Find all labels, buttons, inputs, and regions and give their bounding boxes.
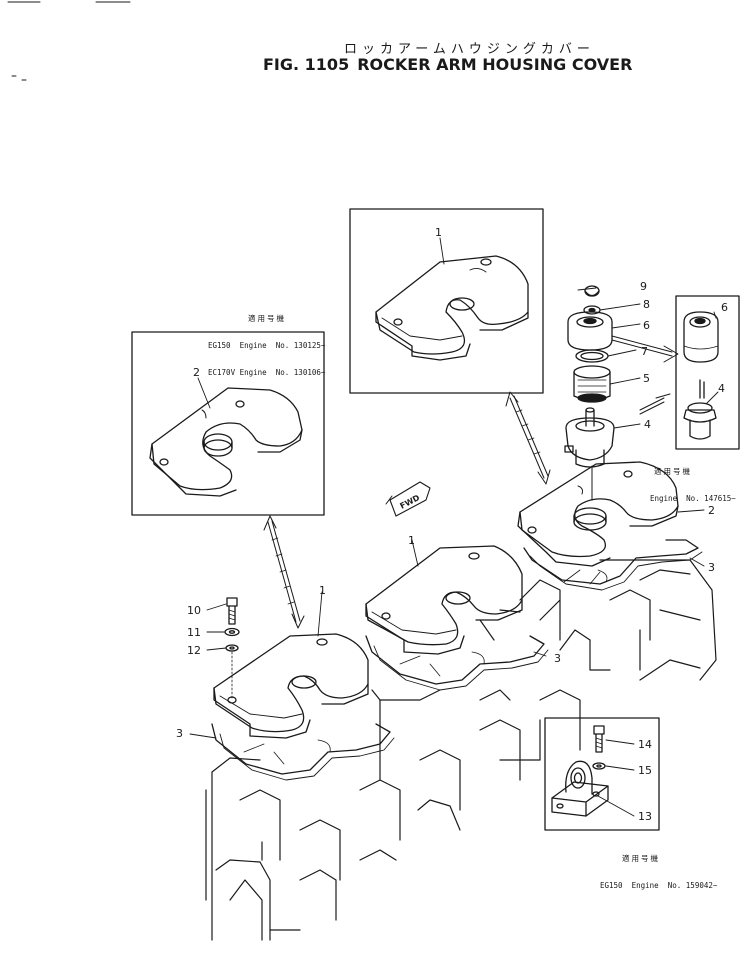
washer-15 (592, 762, 606, 770)
note-line: EC170V Engine No. 130106~ (208, 368, 326, 377)
callout-9: 9 (640, 280, 647, 293)
callout-11: 11 (187, 626, 201, 639)
leader-lines (189, 237, 719, 817)
callout-1-middle: 1 (408, 534, 415, 547)
callout-6-alt: 6 (721, 301, 728, 314)
breather-body-4 (564, 407, 615, 468)
breather-cap-6 (567, 311, 613, 351)
gasket-3-left (211, 723, 395, 781)
note-line: EG150 Engine No. 159042~ (600, 881, 718, 890)
callout-2-assembled: 2 (708, 504, 715, 517)
callout-3-middle: 3 (554, 652, 561, 665)
callout-4: 4 (644, 418, 651, 431)
note-heading: 適用号機 (622, 854, 660, 863)
note-line: EG150 Engine No. 130125~ (208, 341, 326, 350)
washer-11 (224, 627, 240, 637)
callout-7: 7 (641, 345, 648, 358)
figure-title: FIG. 1105 ROCKER ARM HOUSING COVER (263, 55, 640, 74)
callout-numbers: 1 1 1 2 2 3 3 3 4 4 5 6 6 7 8 9 10 11 12… (176, 226, 728, 823)
cap-nut-9 (584, 285, 600, 297)
bolt-10 (226, 597, 238, 625)
seal-ring-7 (575, 349, 609, 363)
figure-name: ROCKER ARM HOUSING COVER (357, 55, 633, 74)
callout-4-alt: 4 (718, 382, 725, 395)
note-line: Engine No. 147615~ (650, 494, 736, 503)
callout-1-left: 1 (319, 584, 326, 597)
breather-cap-alt (683, 311, 719, 363)
inset-box-cover-type-1 (349, 208, 544, 394)
applicability-note-left: 適用号機 EG150 Engine No. 130125~ EC170V Eng… (208, 296, 325, 386)
callout-13: 13 (638, 810, 652, 823)
callout-2-inset: 2 (193, 366, 200, 379)
gasket-3-right (523, 539, 703, 591)
link-arrow-left (263, 515, 305, 629)
inset-box-lifting-bracket (544, 717, 660, 831)
callout-6: 6 (643, 319, 650, 332)
gasket-3-middle (365, 635, 549, 691)
forward-direction-marker: FWD (385, 481, 431, 517)
callout-1-inset: 1 (435, 226, 442, 239)
rocker-cover-1-left (213, 633, 369, 739)
note-heading: 適用号機 (248, 314, 286, 323)
callout-12: 12 (187, 644, 201, 657)
rocker-cover-inset-top (375, 255, 529, 361)
rocker-cover-2-assembled (517, 461, 679, 567)
washer-12 (225, 644, 239, 652)
engine-block (205, 559, 717, 941)
japanese-title: ロッカアームハウジングカバー (344, 42, 595, 57)
callout-3-left: 3 (176, 727, 183, 740)
rocker-cover-inset-left (149, 387, 303, 497)
applicability-note-bottom: 適用号機 EG150 Engine No. 159042~ (600, 836, 717, 899)
link-arrow-breather (611, 335, 679, 415)
inset-box-cover-type-2 (131, 331, 325, 516)
lifting-bracket (551, 760, 609, 817)
callout-8: 8 (643, 298, 650, 311)
callout-15: 15 (638, 764, 652, 777)
scan-marks (7, 1, 131, 81)
callout-10: 10 (187, 604, 201, 617)
element-5 (573, 365, 611, 403)
bolt-14 (593, 725, 605, 753)
callout-5: 5 (643, 372, 650, 385)
figure-number: FIG. 1105 (263, 55, 350, 74)
link-arrow-top (505, 391, 551, 485)
applicability-note-right: 適用号機 Engine No. 147615~ (650, 449, 736, 512)
breather-valve-alt (683, 379, 717, 440)
rocker-cover-1-middle (365, 545, 523, 655)
note-heading: 適用号機 (654, 467, 692, 476)
inset-box-breather-alt (675, 295, 740, 450)
callout-14: 14 (638, 738, 652, 751)
callout-3-right: 3 (708, 561, 715, 574)
